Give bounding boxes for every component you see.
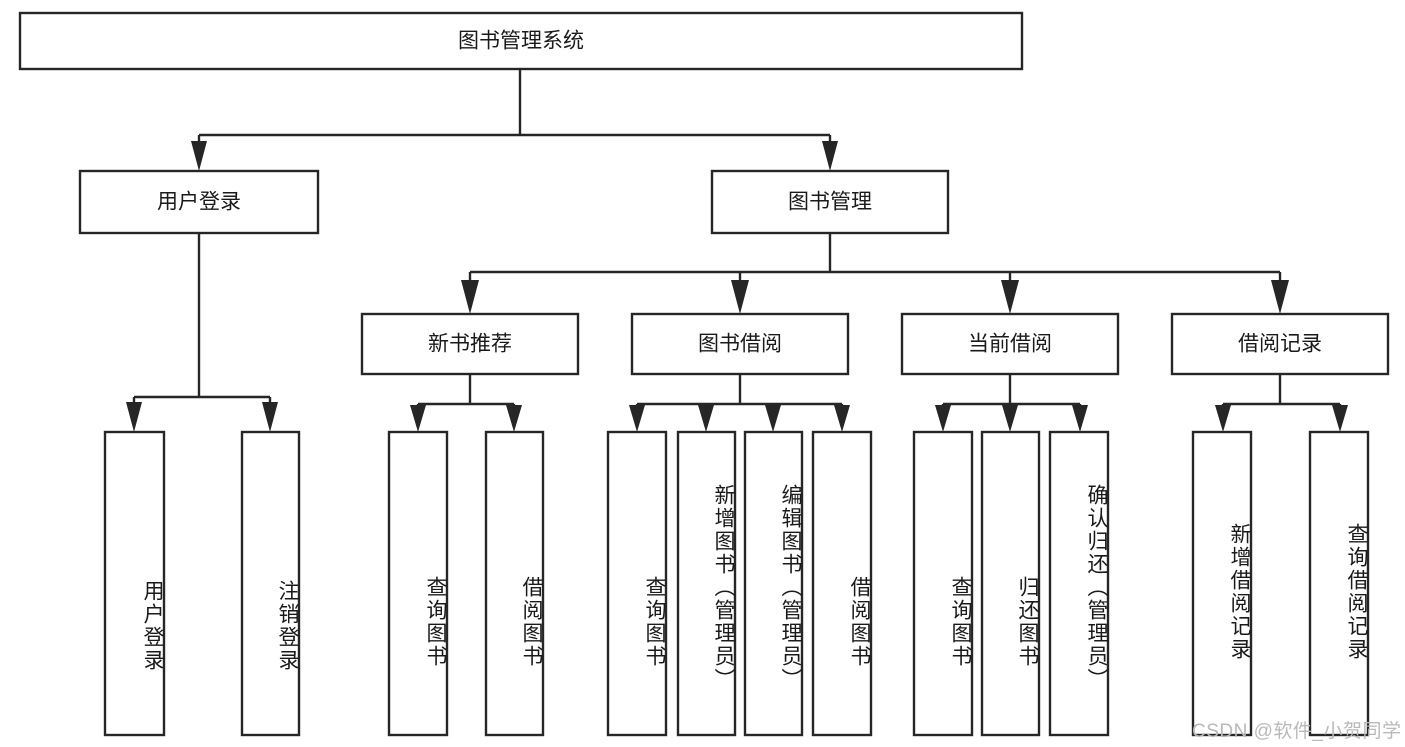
node-leaf-edit-book-box[interactable]: [743, 430, 804, 737]
node-book-mgmt-label: 图书管理: [788, 191, 872, 214]
arrowhead-leaf-query-book-2: [629, 405, 645, 432]
node-user-login-box[interactable]: [78, 169, 320, 235]
node-book-borrow[interactable]: 图书借阅: [630, 312, 850, 376]
arrowhead-leaf-borrow-book-2: [834, 405, 850, 432]
arrowhead-leaf-query-book-1: [410, 405, 426, 432]
arrowhead-book-borrow: [731, 280, 749, 314]
node-leaf-confirm-return-box[interactable]: [1048, 430, 1110, 737]
node-borrow-record-box[interactable]: [1170, 312, 1390, 376]
node-leaf-add-book-box[interactable]: [676, 430, 737, 737]
arrowhead-current-borrow: [1001, 280, 1019, 314]
arrowhead-leaf-query-book-3: [935, 405, 951, 432]
arrowhead-book-mgmt: [822, 141, 838, 171]
node-leaf-query-book-3-box[interactable]: [912, 430, 974, 737]
arrowhead-leaf-edit-book: [765, 405, 781, 432]
node-new-book-rec-label: 新书推荐: [428, 333, 512, 356]
arrowhead-user-login: [191, 141, 207, 171]
arrowhead-new-book-rec: [461, 280, 479, 314]
node-user-login-label: 用户登录: [157, 191, 241, 214]
node-root[interactable]: 图书管理系统: [18, 11, 1024, 71]
arrowhead-leaf-add-record: [1215, 405, 1231, 432]
node-book-borrow-label: 图书借阅: [698, 333, 782, 356]
node-leaf-query-record-box[interactable]: [1308, 430, 1370, 737]
node-root-label: 图书管理系统: [458, 30, 584, 53]
node-leaf-query-book-2-box[interactable]: [606, 430, 668, 737]
node-user-login[interactable]: 用户登录: [78, 169, 320, 235]
arrowhead-leaf-confirm-return: [1072, 405, 1088, 432]
arrowhead-leaf-query-record: [1332, 405, 1348, 432]
node-current-borrow-label: 当前借阅: [968, 333, 1052, 356]
arrowhead-borrow-record: [1271, 280, 1289, 314]
node-book-mgmt[interactable]: 图书管理: [710, 169, 950, 235]
node-current-borrow[interactable]: 当前借阅: [900, 312, 1120, 376]
node-new-book-rec-box[interactable]: [360, 312, 580, 376]
node-current-borrow-box[interactable]: [900, 312, 1120, 376]
arrowhead-leaf-user-login: [126, 402, 142, 432]
node-leaf-borrow-book-2-box[interactable]: [811, 430, 873, 737]
arrowhead-leaf-add-book: [698, 405, 714, 432]
node-new-book-rec[interactable]: 新书推荐: [360, 312, 580, 376]
arrowhead-leaf-logout: [262, 402, 278, 432]
node-leaf-user-login-box[interactable]: [103, 430, 166, 737]
csdn-watermark: CSDN @软件_小贺同学: [1192, 721, 1402, 742]
node-layer: 图书管理系统 用户登录 图书管理 新书推荐 图书借阅: [18, 11, 1390, 737]
arrowhead-leaf-borrow-book-1: [506, 405, 522, 432]
node-book-borrow-box[interactable]: [630, 312, 850, 376]
arrowhead-leaf-return-book: [1002, 405, 1018, 432]
node-book-mgmt-box[interactable]: [710, 169, 950, 235]
node-root-box[interactable]: [18, 11, 1024, 71]
connector-layer: [126, 69, 1348, 432]
node-borrow-record[interactable]: 借阅记录: [1170, 312, 1390, 376]
node-leaf-query-book-1-box[interactable]: [387, 430, 449, 737]
node-leaf-logout-box[interactable]: [240, 430, 301, 737]
node-borrow-record-label: 借阅记录: [1238, 333, 1322, 356]
node-leaf-return-book-box[interactable]: [980, 430, 1041, 737]
node-leaf-borrow-book-1-box[interactable]: [484, 430, 545, 737]
node-leaf-add-record-box[interactable]: [1191, 430, 1253, 737]
